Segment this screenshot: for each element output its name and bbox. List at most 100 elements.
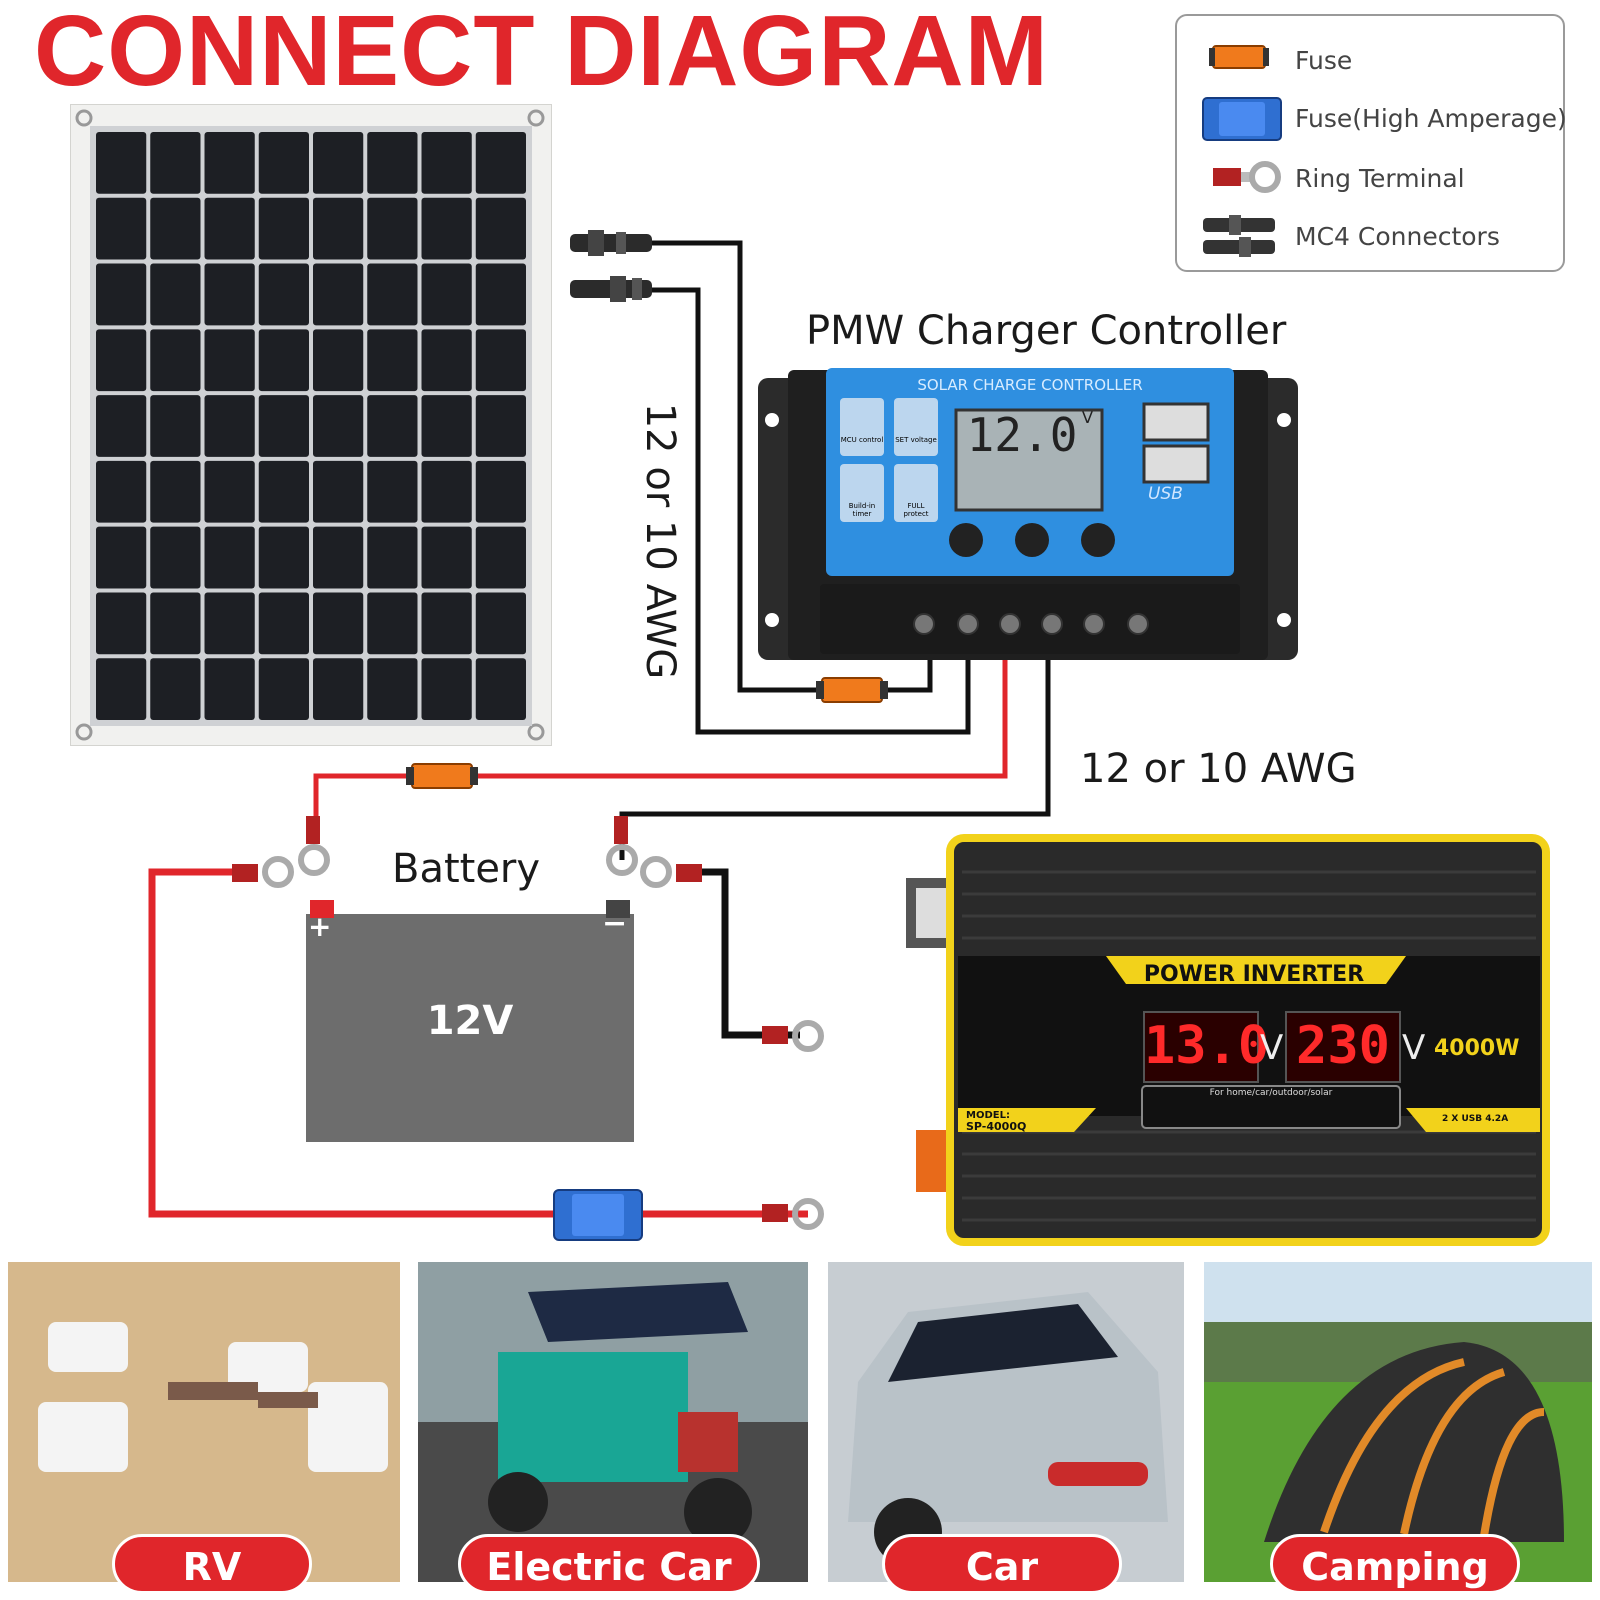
fuse-high-amperage [553, 1189, 643, 1241]
solar-cell [421, 592, 472, 655]
solar-cell [367, 526, 418, 589]
charge-controller: SOLAR CHARGE CONTROLLER 12.0 V USB MCU c… [758, 368, 1298, 664]
battery-voltage: 12V [426, 998, 514, 1044]
solar-cell [96, 526, 147, 589]
solar-cell [475, 263, 526, 326]
inverter-output-display: 230 [1296, 1016, 1390, 1076]
controller-display-value: 12.0 [966, 408, 1078, 462]
controller-display-unit: V [1082, 408, 1093, 427]
ring-terminals-negative [606, 816, 702, 888]
solar-cell [96, 197, 147, 260]
solar-cell [150, 460, 201, 523]
inverter-input-display: 13.0 [1144, 1016, 1270, 1076]
solar-cell [150, 395, 201, 457]
solar-panel [70, 104, 552, 746]
solar-cell [96, 592, 147, 655]
application-label-camping: Camping [1270, 1534, 1520, 1594]
application-label-car: Car [882, 1534, 1122, 1594]
solar-cell [258, 132, 309, 194]
solar-cell [421, 263, 472, 326]
solar-cell [258, 329, 309, 392]
application-label-electric-car: Electric Car [458, 1534, 760, 1594]
solar-cell [150, 658, 201, 720]
wire-label-inverter: 12 or 10 AWG [1080, 746, 1357, 792]
solar-cell [204, 592, 255, 655]
pv-wire-negative [650, 287, 971, 735]
legend-item-fuse-high: Fuse(High Amperage) [1177, 94, 1567, 144]
solar-cell [475, 526, 526, 589]
solar-cell [150, 263, 201, 326]
solar-cell [150, 526, 201, 589]
application-label-rv: RV [112, 1534, 312, 1594]
solar-cell [367, 329, 418, 392]
legend-item-ring: Ring Terminal [1177, 154, 1563, 204]
battery-positive: + [308, 910, 332, 943]
legend-item-mc4: MC4 Connectors [1177, 212, 1563, 262]
solar-cell [204, 460, 255, 523]
inverter-usage-text: For home/car/outdoor/solar [1209, 1088, 1333, 1098]
solar-cell [421, 526, 472, 589]
solar-cell [150, 132, 201, 194]
solar-cell [258, 592, 309, 655]
solar-cell [258, 460, 309, 523]
solar-cell [421, 329, 472, 392]
ring-terminals-positive [232, 816, 330, 888]
solar-cell [150, 592, 201, 655]
solar-cell [421, 460, 472, 523]
inverter-power: 4000W [1434, 1036, 1520, 1061]
solar-cell [367, 395, 418, 457]
controller-heading: PMW Charger Controller [806, 308, 1287, 354]
solar-cell [96, 263, 147, 326]
solar-cell [96, 329, 147, 392]
solar-cell [258, 263, 309, 326]
solar-cell [475, 658, 526, 720]
pv-wire-positive [650, 240, 933, 693]
solar-cell [313, 197, 364, 260]
solar-cell [313, 592, 364, 655]
photo-rv [8, 1262, 400, 1582]
solar-cell [96, 132, 147, 194]
solar-cell [475, 132, 526, 194]
legend-label: Fuse [1295, 46, 1353, 75]
solar-cell [421, 197, 472, 260]
inverter-output-unit: V [1402, 1028, 1426, 1068]
solar-cell [313, 658, 364, 720]
solar-cell [204, 197, 255, 260]
page-title: CONNECT DIAGRAM [34, 0, 1049, 107]
solar-cell [313, 526, 364, 589]
fuse-pv [816, 677, 888, 703]
wire-label-pv: 12 or 10 AWG [637, 402, 683, 680]
solar-cell [475, 329, 526, 392]
controller-button-set[interactable]: SET voltage [894, 398, 938, 456]
fuse-blue-icon [1202, 97, 1282, 141]
power-inverter: POWER INVERTER 13.0 V 230 V 4000W For ho… [906, 832, 1580, 1246]
controller-button-mcu[interactable]: MCU control [840, 398, 884, 456]
solar-cells [96, 132, 526, 720]
controller-button-protect[interactable]: FULL protect [894, 464, 938, 522]
solar-cell [367, 592, 418, 655]
legend-box: Fuse Fuse(High Amperage) Ring Terminal M… [1175, 14, 1567, 272]
mc4-connector-icon [1203, 215, 1275, 257]
solar-cell [313, 132, 364, 194]
solar-cell [204, 395, 255, 457]
ring-terminal-inverter-positive [762, 1198, 824, 1230]
legend-item-fuse: Fuse [1177, 36, 1563, 86]
fuse-orange-icon [1209, 45, 1269, 69]
solar-cell [367, 658, 418, 720]
solar-cell [204, 132, 255, 194]
inverter-title: POWER INVERTER [1143, 962, 1365, 987]
inverter-model: SP-4000Q [966, 1120, 1027, 1133]
solar-cell [96, 395, 147, 457]
inverter-model-label: MODEL: [966, 1110, 1010, 1121]
ring-terminal-icon [1213, 161, 1281, 193]
battery-wire-positive [313, 660, 1008, 830]
legend-label: Ring Terminal [1295, 164, 1465, 193]
controller-button-timer[interactable]: Build-in timer [840, 464, 884, 522]
inverter-usb-text: 2 X USB 4.2A [1442, 1114, 1509, 1124]
solar-cell [313, 329, 364, 392]
solar-cell [96, 658, 147, 720]
solar-cell [313, 263, 364, 326]
ring-terminal-inverter-negative [762, 1020, 824, 1052]
solar-cell [204, 526, 255, 589]
